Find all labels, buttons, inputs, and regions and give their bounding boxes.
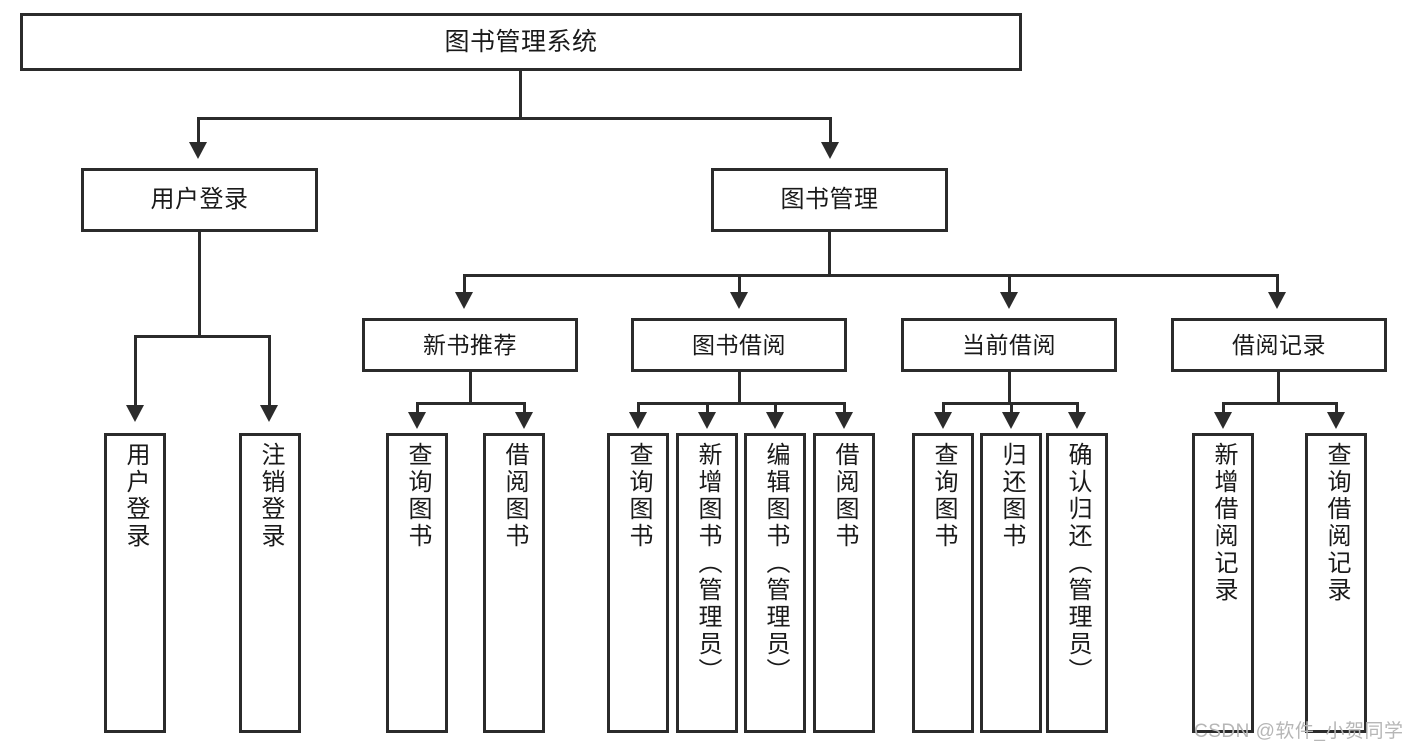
leaf-user-login-login[interactable]: 用户登录 xyxy=(104,433,166,733)
connector-current-borrow-leaf-3 xyxy=(1076,402,1079,414)
leaf-label: 用户登录 xyxy=(122,442,149,550)
leaf-user-login-logout[interactable]: 注销登录 xyxy=(239,433,301,733)
connector-user-login-to-leaf-2 xyxy=(268,335,271,407)
leaf-label: 确认归还（管理员） xyxy=(1064,442,1091,685)
arrowhead-lvl3-new-book xyxy=(455,292,473,309)
connector-root-stem xyxy=(519,71,522,119)
connector-current-borrow-leaf-2 xyxy=(1010,402,1013,414)
arrowhead-lvl3-borrow-record xyxy=(1268,292,1286,309)
connector-book-borrow-leaf-2 xyxy=(706,402,709,414)
connector-current-borrow-stem xyxy=(1008,372,1011,404)
arrowhead-lvl3-current-borrow xyxy=(1000,292,1018,309)
connector-book-mgmt-to-lvl3-4 xyxy=(1276,274,1279,294)
leaf-label: 编辑图书（管理员） xyxy=(762,442,789,685)
leaf-current-borrow-query-book[interactable]: 查询图书 xyxy=(912,433,974,733)
node-book-borrow[interactable]: 图书借阅 xyxy=(631,318,847,372)
arrowhead-new-book-leaf-2 xyxy=(515,412,533,429)
leaf-current-borrow-return-book[interactable]: 归还图书 xyxy=(980,433,1042,733)
arrowhead-user-login-leaf-2 xyxy=(260,405,278,422)
arrowhead-user-login xyxy=(189,142,207,159)
leaf-label: 查询图书 xyxy=(625,442,652,550)
leaf-borrow-record-query-record[interactable]: 查询借阅记录 xyxy=(1305,433,1367,733)
node-label: 用户登录 xyxy=(150,186,249,214)
connector-new-book-stem xyxy=(469,372,472,404)
arrowhead-lvl3-book-borrow xyxy=(730,292,748,309)
connector-book-borrow-leaf-1 xyxy=(637,402,640,414)
connector-book-mgmt-bus xyxy=(463,274,1279,277)
node-label: 图书管理 xyxy=(780,186,879,214)
connector-current-borrow-leaf-1 xyxy=(942,402,945,414)
connector-borrow-record-leaf-1 xyxy=(1222,402,1225,414)
connector-book-mgmt-to-lvl3-1 xyxy=(463,274,466,294)
connector-borrow-record-leaf-2 xyxy=(1335,402,1338,414)
node-label: 借阅记录 xyxy=(1232,331,1326,358)
connector-user-login-to-leaf-1 xyxy=(134,335,137,407)
leaf-label: 借阅图书 xyxy=(501,442,528,550)
connector-new-book-leaf-2 xyxy=(523,402,526,414)
leaf-label: 新增借阅记录 xyxy=(1210,442,1237,604)
node-root-system[interactable]: 图书管理系统 xyxy=(20,13,1022,71)
connector-book-borrow-leaf-3 xyxy=(774,402,777,414)
connector-book-mgmt-to-lvl3-2 xyxy=(738,274,741,294)
arrowhead-book-borrow-leaf-4 xyxy=(835,412,853,429)
leaf-book-borrow-query-book[interactable]: 查询图书 xyxy=(607,433,669,733)
leaf-borrow-record-add-record[interactable]: 新增借阅记录 xyxy=(1192,433,1254,733)
leaf-book-borrow-edit-book[interactable]: 编辑图书（管理员） xyxy=(744,433,806,733)
leaf-label: 新增图书（管理员） xyxy=(694,442,721,685)
leaf-label: 查询图书 xyxy=(404,442,431,550)
node-label: 当前借阅 xyxy=(962,331,1056,358)
arrowhead-book-mgmt xyxy=(821,142,839,159)
connector-new-book-leaf-1 xyxy=(416,402,419,414)
node-label: 图书借阅 xyxy=(692,331,786,358)
connector-new-book-bus xyxy=(416,402,526,405)
connector-root-to-user-login xyxy=(197,117,200,144)
arrowhead-current-borrow-leaf-2 xyxy=(1002,412,1020,429)
connector-borrow-record-bus xyxy=(1222,402,1338,405)
arrowhead-new-book-leaf-1 xyxy=(408,412,426,429)
leaf-label: 查询图书 xyxy=(930,442,957,550)
connector-borrow-record-stem xyxy=(1277,372,1280,404)
connector-user-login-bus xyxy=(134,335,271,338)
node-label: 图书管理系统 xyxy=(444,27,598,56)
leaf-new-book-borrow-book[interactable]: 借阅图书 xyxy=(483,433,545,733)
arrowhead-book-borrow-leaf-1 xyxy=(629,412,647,429)
leaf-book-borrow-add-book[interactable]: 新增图书（管理员） xyxy=(676,433,738,733)
connector-user-login-stem xyxy=(198,232,201,337)
arrowhead-current-borrow-leaf-1 xyxy=(934,412,952,429)
node-user-login[interactable]: 用户登录 xyxy=(81,168,318,232)
arrowhead-current-borrow-leaf-3 xyxy=(1068,412,1086,429)
connector-book-borrow-leaf-4 xyxy=(843,402,846,414)
connector-book-mgmt-to-lvl3-3 xyxy=(1008,274,1011,294)
arrowhead-user-login-leaf-1 xyxy=(126,405,144,422)
arrowhead-borrow-record-leaf-2 xyxy=(1327,412,1345,429)
node-borrow-record[interactable]: 借阅记录 xyxy=(1171,318,1387,372)
leaf-label: 注销登录 xyxy=(257,442,284,550)
arrowhead-book-borrow-leaf-2 xyxy=(698,412,716,429)
leaf-book-borrow-borrow-book[interactable]: 借阅图书 xyxy=(813,433,875,733)
connector-root-to-book-mgmt xyxy=(829,117,832,144)
connector-book-borrow-bus xyxy=(637,402,846,405)
node-new-book-recommend[interactable]: 新书推荐 xyxy=(362,318,578,372)
arrowhead-borrow-record-leaf-1 xyxy=(1214,412,1232,429)
leaf-label: 查询借阅记录 xyxy=(1323,442,1350,604)
connector-root-bus xyxy=(197,117,832,120)
connector-book-mgmt-stem xyxy=(828,232,831,276)
node-book-management[interactable]: 图书管理 xyxy=(711,168,948,232)
leaf-new-book-query-book[interactable]: 查询图书 xyxy=(386,433,448,733)
arrowhead-book-borrow-leaf-3 xyxy=(766,412,784,429)
leaf-label: 归还图书 xyxy=(998,442,1025,550)
leaf-label: 借阅图书 xyxy=(831,442,858,550)
node-current-borrow[interactable]: 当前借阅 xyxy=(901,318,1117,372)
connector-book-borrow-stem xyxy=(738,372,741,404)
node-label: 新书推荐 xyxy=(423,331,517,358)
leaf-current-borrow-confirm-return[interactable]: 确认归还（管理员） xyxy=(1046,433,1108,733)
